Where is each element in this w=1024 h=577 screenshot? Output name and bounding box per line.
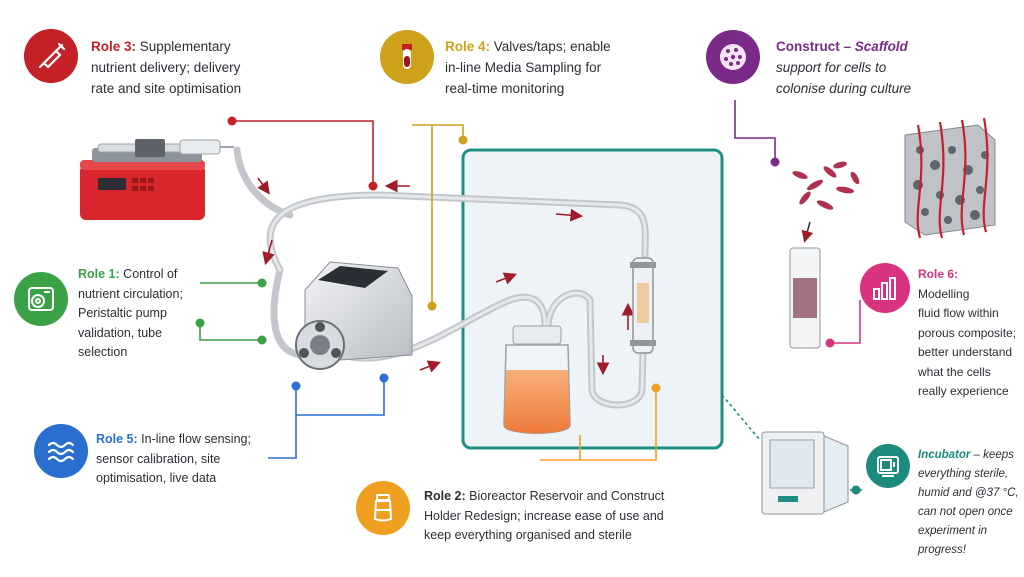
role6-line: Modelling bbox=[918, 286, 970, 301]
peristaltic-pump bbox=[295, 261, 413, 370]
role4-line: in-line Media Sampling for bbox=[445, 60, 602, 75]
peristaltic-pump-icon bbox=[14, 272, 68, 326]
role1-label: Role 1: Control of nutrient circulation;… bbox=[78, 265, 248, 363]
role6-title: Role 6: bbox=[918, 267, 959, 281]
wave-icon bbox=[34, 424, 88, 478]
syringe-icon bbox=[24, 29, 78, 83]
role4-title: Role 4: bbox=[445, 39, 491, 54]
role3-line: Supplementary bbox=[139, 39, 231, 54]
role3-label: Role 3: Supplementary nutrient delivery;… bbox=[91, 36, 291, 99]
role6-label: Role 6: Modelling fluid flow within poro… bbox=[918, 265, 1022, 402]
incubator-line: humid and @37 °C, bbox=[918, 487, 1019, 499]
role6-line: what the cells bbox=[918, 364, 991, 379]
role3-title: Role 3: bbox=[91, 39, 137, 54]
construct-scaffold: Scaffold bbox=[854, 39, 908, 54]
role6-line: fluid flow within bbox=[918, 306, 999, 320]
role6-line: really experience bbox=[918, 384, 1009, 398]
construct-tube bbox=[789, 247, 821, 349]
construct-label: Construct – Scaffold support for cells t… bbox=[776, 36, 1006, 99]
role4-label: Role 4: Valves/taps; enable in-line Medi… bbox=[445, 36, 675, 99]
construct-line: colonise during culture bbox=[776, 81, 912, 96]
syringe-pump bbox=[80, 139, 234, 220]
role1-line: validation, tube bbox=[78, 325, 163, 340]
construct-dash: – bbox=[843, 39, 852, 54]
connector-dots bbox=[195, 116, 861, 495]
connector-lines bbox=[199, 100, 862, 491]
role5-line: optimisation, live data bbox=[96, 471, 217, 485]
incubator-line: experiment in bbox=[918, 525, 988, 537]
incubator-line: everything sterile, bbox=[918, 468, 1009, 480]
role5-title: Role 5: bbox=[96, 432, 138, 446]
role2-label: Role 2: Bioreactor Reservoir and Constru… bbox=[424, 487, 724, 546]
incubator-label: Incubator – keeps everything sterile, hu… bbox=[918, 446, 1022, 560]
construct-line: support for cells to bbox=[776, 60, 887, 75]
incubator-icon bbox=[866, 444, 910, 488]
bar-chart-icon bbox=[860, 263, 910, 313]
role5-line: In-line flow sensing; bbox=[141, 432, 251, 446]
role5-line: sensor calibration, site bbox=[96, 451, 221, 466]
role1-line: selection bbox=[78, 345, 128, 359]
construct-title: Construct bbox=[776, 39, 840, 54]
role3-line: nutrient delivery; delivery bbox=[91, 60, 241, 75]
role1-line: Peristaltic pump bbox=[78, 306, 167, 320]
incubator-line: – keeps bbox=[973, 449, 1014, 461]
role4-line: real-time monitoring bbox=[445, 81, 565, 96]
role6-line: better understand bbox=[918, 345, 1013, 359]
cells-cluster bbox=[792, 161, 860, 210]
construct-holder bbox=[630, 257, 656, 354]
role4-line: Valves/taps; enable bbox=[493, 39, 611, 54]
flow-arrows bbox=[257, 177, 635, 376]
role5-label: Role 5: In-line flow sensing; sensor cal… bbox=[96, 430, 296, 489]
reservoir-bottle bbox=[503, 325, 571, 434]
role2-line: Holder Redesign; increase ease of use an… bbox=[424, 508, 664, 523]
role6-line: porous composite; bbox=[918, 325, 1017, 340]
incubator-unit bbox=[761, 431, 849, 515]
role1-line: Control of bbox=[123, 267, 178, 281]
scaffold-block bbox=[904, 117, 996, 239]
role2-line: keep everything organised and sterile bbox=[424, 528, 632, 542]
incubator-line: can not open once bbox=[918, 506, 1013, 518]
incubator-line: progress! bbox=[918, 544, 966, 556]
sample-tube-icon bbox=[380, 30, 434, 84]
role1-title: Role 1: bbox=[78, 267, 120, 281]
role2-title: Role 2: bbox=[424, 489, 466, 503]
role1-line: nutrient circulation; bbox=[78, 286, 183, 301]
incubator-title: Incubator bbox=[918, 449, 971, 461]
porous-scaffold-icon bbox=[706, 30, 760, 84]
bottle-icon bbox=[356, 481, 410, 535]
role2-line: Bioreactor Reservoir and Construct bbox=[469, 489, 665, 503]
role3-line: rate and site optimisation bbox=[91, 81, 242, 96]
